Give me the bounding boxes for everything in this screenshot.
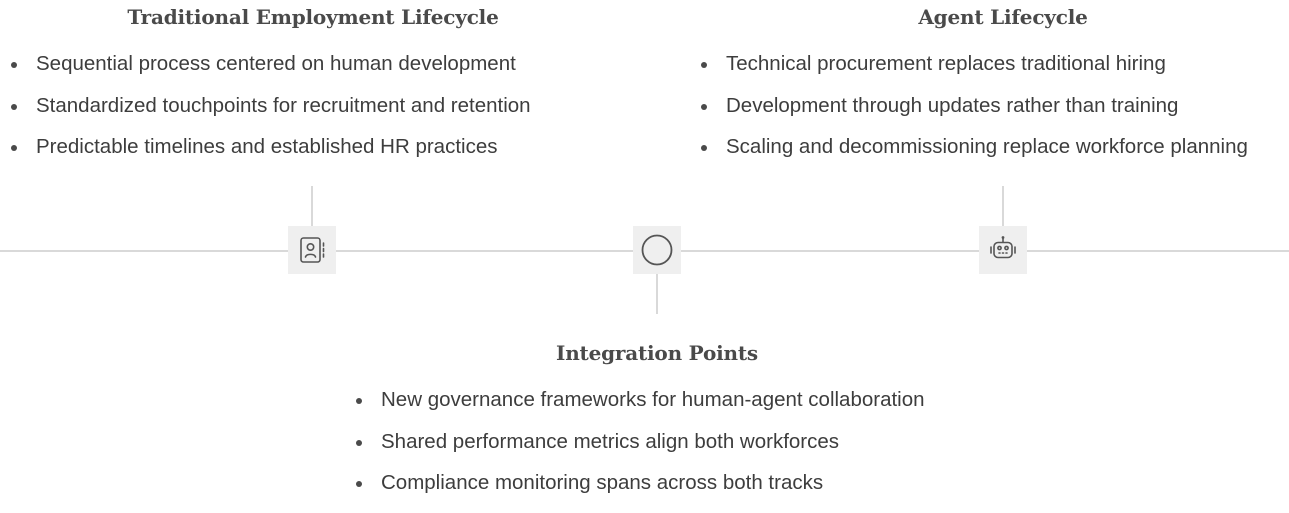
left-connector (311, 186, 313, 226)
right-bullet-item: Technical procurement replaces tradition… (698, 52, 1248, 94)
right-bullet-item: Scaling and decommissioning replace work… (698, 135, 1248, 177)
center-node (633, 226, 681, 274)
left-node (288, 226, 336, 274)
left-section-title: Traditional Employment Lifecycle (127, 5, 499, 29)
right-bullet-item: Development through updates rather than … (698, 94, 1248, 136)
circle-icon (641, 234, 673, 266)
bottom-section-title: Integration Points (556, 341, 758, 365)
bottom-bullet-item: Compliance monitoring spans across both … (353, 471, 925, 513)
bottom-bullet-item: New governance frameworks for human-agen… (353, 388, 925, 430)
bottom-connector (656, 274, 658, 314)
left-bullet-item: Sequential process centered on human dev… (8, 52, 531, 94)
right-section-title: Agent Lifecycle (918, 5, 1088, 29)
bottom-bullet-list: New governance frameworks for human-agen… (353, 388, 925, 513)
right-connector (1002, 186, 1004, 226)
bottom-bullet-item: Shared performance metrics align both wo… (353, 430, 925, 472)
left-bullet-item: Standardized touchpoints for recruitment… (8, 94, 531, 136)
contact-book-icon (300, 237, 325, 263)
right-bullet-list: Technical procurement replaces tradition… (698, 52, 1248, 177)
robot-icon (990, 236, 1016, 259)
left-bullet-item: Predictable timelines and established HR… (8, 135, 531, 177)
right-node (979, 226, 1027, 274)
left-bullet-list: Sequential process centered on human dev… (8, 52, 531, 177)
